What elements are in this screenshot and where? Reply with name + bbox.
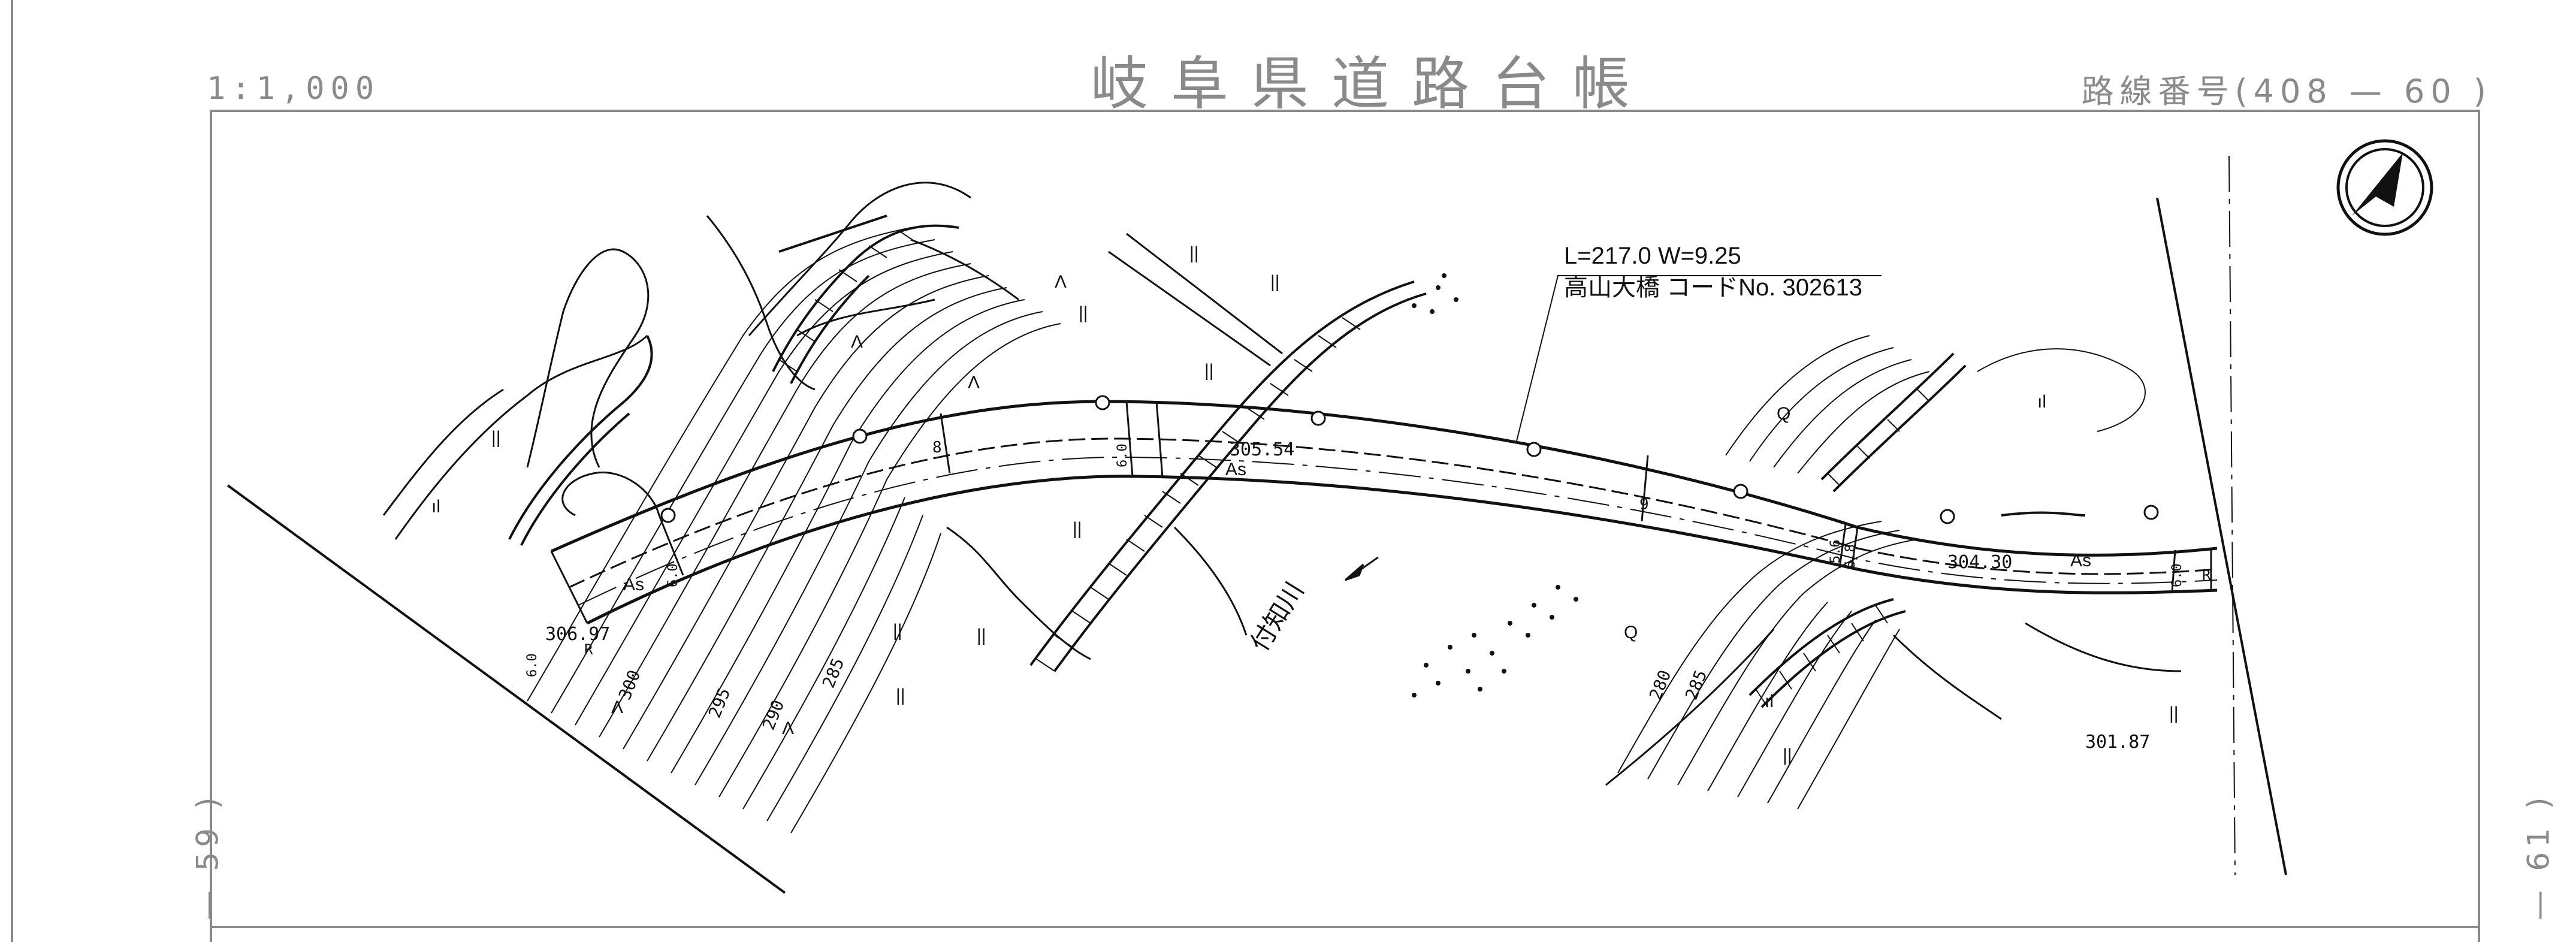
width-label: 6.0	[2170, 563, 2185, 587]
svg-text:ıl: ıl	[1765, 692, 1774, 711]
svg-text:Λ: Λ	[782, 718, 794, 738]
station-label: 8	[932, 439, 942, 457]
svg-text:Λ: Λ	[851, 332, 863, 352]
svg-text:Q: Q	[1624, 623, 1638, 642]
svg-text:ıl: ıl	[2037, 392, 2046, 412]
surface-label: As	[2070, 551, 2091, 570]
gravel-dots	[1412, 273, 1578, 698]
svg-text:||: ||	[896, 686, 905, 705]
river-flow-arrow-icon	[1345, 556, 1379, 581]
contour-label: 295	[705, 685, 735, 720]
svg-text:ıl: ıl	[431, 497, 440, 517]
road-marks	[550, 401, 2212, 624]
svg-text:||: ||	[977, 626, 986, 645]
width-label: 5.6	[1828, 539, 1843, 563]
map-frame	[210, 110, 2480, 928]
svg-text:||: ||	[1204, 361, 1214, 381]
width-label: 6.0	[1115, 443, 1130, 467]
river-name: 付知川	[1245, 577, 1309, 656]
section-boundary-line	[2156, 197, 2287, 875]
svg-text:||: ||	[1189, 243, 1199, 263]
retaining-label: R	[584, 641, 593, 658]
elevation-label: 304.30	[1947, 552, 2012, 573]
terrain-features	[382, 182, 2182, 786]
svg-text:Λ: Λ	[611, 698, 623, 717]
benchmark-markers	[660, 395, 2159, 524]
elevation-label: 306.97	[545, 624, 610, 645]
retaining-walls	[508, 215, 2086, 708]
svg-text:||: ||	[2169, 704, 2179, 723]
contour-lines-right	[1617, 335, 2146, 810]
road-outline	[550, 400, 2218, 625]
bridge-dimensions: L=217.0 W=9.25	[1564, 243, 1741, 269]
section-boundary-line	[227, 484, 786, 894]
svg-text:Λ: Λ	[1055, 272, 1067, 292]
north-arrow-icon	[2336, 139, 2433, 236]
width-label: 6.0	[525, 653, 540, 677]
elevation-label: 305.54	[1230, 439, 1294, 460]
svg-text:||: ||	[1073, 519, 1082, 539]
contour-lines	[527, 227, 1061, 834]
bridge-name-code: 高山大橋 コードNo. 302613	[1564, 274, 1862, 301]
map-scale: 1:1,000	[207, 71, 380, 107]
retaining-label: R	[2202, 567, 2211, 584]
land-use-symbols: || || || || || || || || || || || Λ Λ Λ Λ…	[431, 243, 2179, 765]
width-label: 6.0	[666, 563, 681, 587]
station-label: 9	[1639, 496, 1649, 514]
svg-text:||: ||	[893, 621, 902, 641]
surface-label: As	[1225, 460, 1246, 479]
svg-text:Q: Q	[1777, 404, 1790, 424]
surface-label: As	[623, 575, 644, 594]
wall-hatching	[778, 230, 1930, 708]
elevation-label: 301.87	[2085, 732, 2150, 753]
bridge-leader-line	[1515, 275, 1882, 444]
route-number: 路線番号(408 — 60 )	[2081, 73, 2492, 110]
svg-text:Λ: Λ	[968, 373, 980, 393]
svg-text:||: ||	[1079, 303, 1088, 323]
contour-label: 280	[1645, 667, 1675, 702]
page-title: 岐阜県道路台帳	[1091, 50, 1653, 117]
svg-text:||: ||	[491, 428, 501, 448]
svg-text:||: ||	[1270, 272, 1280, 292]
svg-text:||: ||	[1783, 745, 1792, 765]
width-label: 5.8	[1843, 544, 1858, 568]
